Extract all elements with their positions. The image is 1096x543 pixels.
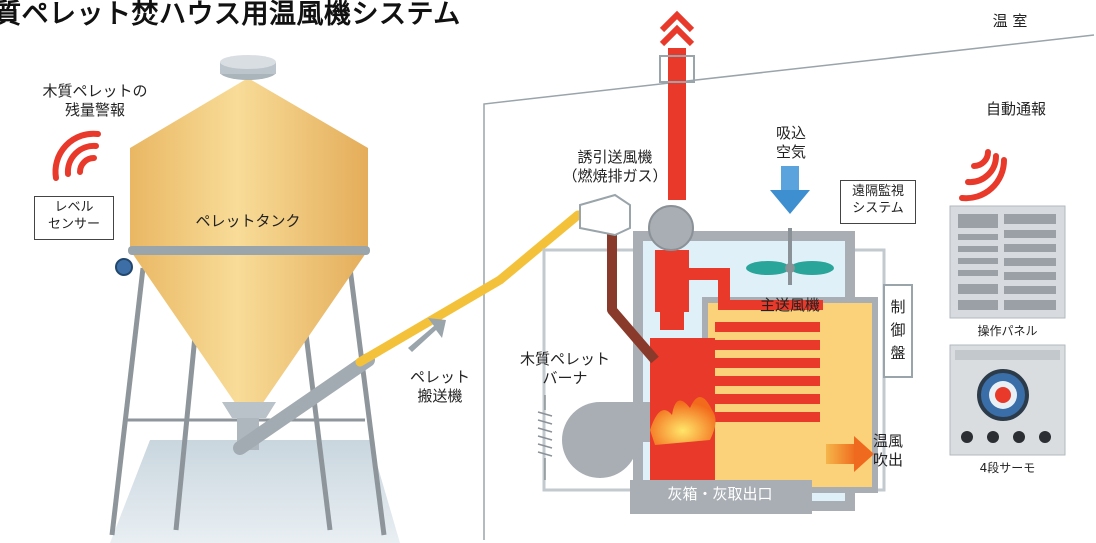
level-sensor [115, 258, 133, 276]
thermostat-image [949, 344, 1066, 456]
main-fan [746, 228, 834, 285]
pellet-tank [128, 55, 370, 450]
pellet-conveyor [233, 210, 583, 455]
warm-air-out-label: 温風 吹出 [872, 432, 903, 469]
auto-notify-label: 自動通報 [985, 100, 1046, 118]
induced-fan [648, 205, 694, 251]
level-sensor-label: レベル センサー [34, 196, 114, 240]
intake-air-label: 吸込 空気 [775, 124, 806, 161]
down-arrow-icon [770, 166, 810, 214]
greenhouse-label: 温 室 [992, 12, 1028, 30]
spring-cable [537, 395, 553, 480]
operation-panel-image [949, 205, 1066, 319]
greenhouse-outline [483, 34, 1095, 540]
induced-fan-label: 誘引送風機 （燃焼排ガス） [562, 148, 668, 185]
control-panel-label: 制 御 盤 [890, 298, 906, 362]
burner-blower [562, 402, 650, 478]
ash-box-label: 灰箱・灰取出口 [667, 485, 773, 503]
tank-label: ペレットタンク [195, 212, 301, 230]
flame-icon [650, 396, 716, 445]
wireless-signal-icon [959, 149, 1008, 202]
thermostat-label: 4段サーモ [979, 461, 1036, 475]
conveyor-label: ペレット 搬送機 [409, 368, 470, 405]
pellet-feeder [579, 193, 631, 237]
control-panel [883, 284, 913, 378]
page-title: 質ペレット焚ハウス用温風機システム [0, 0, 461, 30]
operation-panel-label: 操作パネル [977, 324, 1038, 338]
burner-label: 木質ペレット バーナ [519, 350, 610, 387]
tank-base [110, 440, 400, 543]
remaining-alarm-label: 木質ペレットの 残量警報 [42, 82, 148, 119]
exhaust-chevron-icon [659, 10, 695, 47]
wireless-signal-icon [52, 130, 101, 181]
conveyor-direction-arrow [408, 318, 446, 352]
exhaust-chimney [655, 48, 823, 330]
main-fan-label: 主送風機 [759, 296, 820, 314]
remote-monitoring-label: 遠隔監視 システム [840, 180, 916, 224]
right-arrow-icon [826, 436, 874, 472]
